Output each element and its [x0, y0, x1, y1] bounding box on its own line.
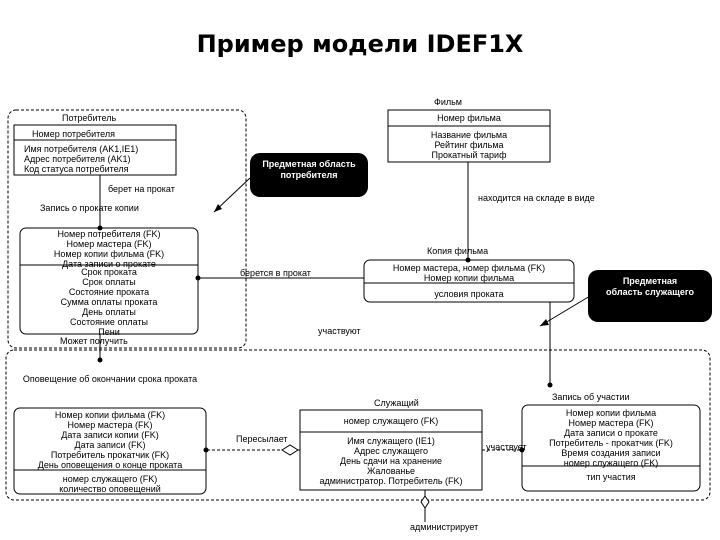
rel-label-taken-rental: берется в прокат [240, 268, 311, 278]
rel-label-takes-rental: берет на прокат [108, 184, 175, 194]
notification-key-2: Дата записи копии (FK) [61, 430, 159, 440]
rental-record-key-3: Дата записи о прокате [62, 259, 156, 269]
employee-attr-2: День сдачи на хранение [339, 456, 442, 466]
consumer-entity-name: Потребитель [62, 113, 117, 123]
notification-attr-0: номер служащего (FK) [62, 474, 158, 484]
rental-record-attr-1: Срок оплаты [82, 277, 136, 287]
participation-key-2: Дата записи о прокате [564, 428, 658, 438]
rental-record-entity-box [19, 227, 199, 335]
employee-attr-list: Имя служащего (IE1) Адрес служащего День… [300, 436, 482, 486]
rental-record-attr-5: Состояние оплаты [70, 317, 148, 327]
rental-record-key-0: Номер потребителя (FK) [57, 229, 161, 239]
film-attr-1: Рейтинг фильма [434, 140, 504, 150]
rental-record-attr-4: День оплаты [82, 307, 136, 317]
employee-attr-1: Адрес служащего [353, 446, 429, 456]
participation-key-0: Номер копии фильма [565, 408, 657, 418]
consumer-attr-1: Адрес потребителя (AK1) [24, 154, 131, 164]
employee-attr-3: Жалованье [366, 466, 416, 476]
callout-consumer-domain: Предметная область потребителя [250, 153, 368, 197]
rel-label-stored: находится на складе в виде [478, 193, 595, 203]
rental-record-attr-6: Пени [98, 327, 120, 337]
film-copy-key-1: Номер копии фильма [423, 273, 515, 283]
notification-entity-name: Оповещение об окончании срока проката [22, 374, 198, 384]
participation-key-5: номер служащего (FK) [563, 458, 659, 468]
employee-key-list: номер служащего (FK) [300, 416, 482, 426]
employee-attr-0: Имя служащего (IE1) [347, 436, 435, 446]
page-title: Пример модели IDEF1X [196, 30, 524, 58]
rel-label-participates: участвуют [318, 326, 361, 336]
rental-record-entity-name: Запись о прокате копии [40, 203, 139, 213]
consumer-attr-list: Имя потребителя (AK1,IE1) Адрес потребит… [24, 144, 138, 174]
consumer-key-list: Номер потребителя [32, 129, 115, 139]
notification-key-3: Дата записи (FK) [74, 440, 146, 450]
all-domain-boundary [5, 349, 711, 501]
film-copy-attr-list: условия проката [364, 289, 574, 299]
film-attr-2: Прокатный тариф [431, 150, 507, 160]
film-copy-attr-0: условия проката [434, 289, 504, 299]
consumer-key-0: Номер потребителя [32, 129, 115, 139]
participation-entity-name: Запись об участии [552, 392, 630, 402]
film-key-0: Номер фильма [437, 113, 501, 123]
rental-record-key-list: Номер потребителя (FK) Номер мастера (FK… [20, 229, 198, 269]
rental-record-attr-0: Срок проката [81, 267, 137, 277]
employee-key-0: номер служащего (FK) [343, 416, 439, 426]
film-copy-key-0: Номер мастера, номер фильма (FK) [392, 263, 546, 273]
film-attr-list: Название фильма Рейтинг фильма Прокатный… [388, 130, 550, 160]
notification-attr-1: количество оповещений [59, 484, 161, 494]
participation-key-list: Номер копии фильма Номер мастера (FK) Да… [522, 408, 700, 468]
notification-key-5: День оповещения о конце проката [37, 460, 183, 470]
notification-key-list: Номер копии фильма (FK) Номер мастера (F… [14, 410, 206, 470]
rental-record-attr-3: Сумма оплаты проката [60, 297, 158, 307]
consumer-attr-0: Имя потребителя (AK1,IE1) [24, 144, 139, 154]
employee-attr-4: администратор. Потребитель (FK) [319, 476, 463, 486]
notification-key-0: Номер копии фильма (FK) [54, 410, 166, 420]
participation-key-3: Потребитель - прокатчик (FK) [549, 438, 673, 448]
film-key-list: Номер фильма [388, 113, 550, 123]
film-copy-key-list: Номер мастера, номер фильма (FK) Номер к… [364, 263, 574, 283]
consumer-domain-boundary [7, 109, 247, 349]
film-entity-name: Фильм [434, 97, 462, 107]
callout-arrow-employee [539, 295, 591, 327]
callout-arrow-consumer [213, 177, 251, 213]
rental-record-key-2: Номер копии фильма (FK) [53, 249, 165, 259]
rel-label-sends: Пересылает [236, 434, 288, 444]
notification-attr-list: номер служащего (FK) количество оповещен… [14, 474, 206, 494]
participation-key-1: Номер мастера (FK) [568, 418, 654, 428]
rel-label-administers: администрирует [410, 522, 479, 532]
employee-entity-name: Служащий [374, 398, 419, 408]
rel-employee-diamond [281, 444, 299, 456]
notification-key-4: Потребитель прокатчик (FK) [50, 450, 170, 460]
participation-attr-0: тип участия [586, 472, 636, 482]
participation-attr-list: тип участия [522, 472, 700, 482]
participation-key-4: Время создания записи [561, 448, 661, 458]
rel-label-participant: участвует [486, 442, 527, 452]
rental-record-attr-2: Состояние проката [68, 287, 150, 297]
film-copy-entity-name: Копия фильма [427, 246, 489, 256]
film-entity-box [387, 109, 551, 163]
consumer-entity-box [13, 124, 177, 176]
callout-employee-domain: Предметная область служащего [588, 270, 712, 322]
notification-key-1: Номер мастера (FK) [67, 420, 153, 430]
rental-record-key-1: Номер мастера (FK) [66, 239, 152, 249]
film-attr-0: Название фильма [430, 130, 508, 140]
consumer-attr-2: Код статуса потребителя [24, 164, 129, 174]
rental-record-attr-list: Срок проката Срок оплаты Состояние прока… [20, 267, 198, 337]
rel-label-may-receive: Может получить [60, 336, 128, 346]
